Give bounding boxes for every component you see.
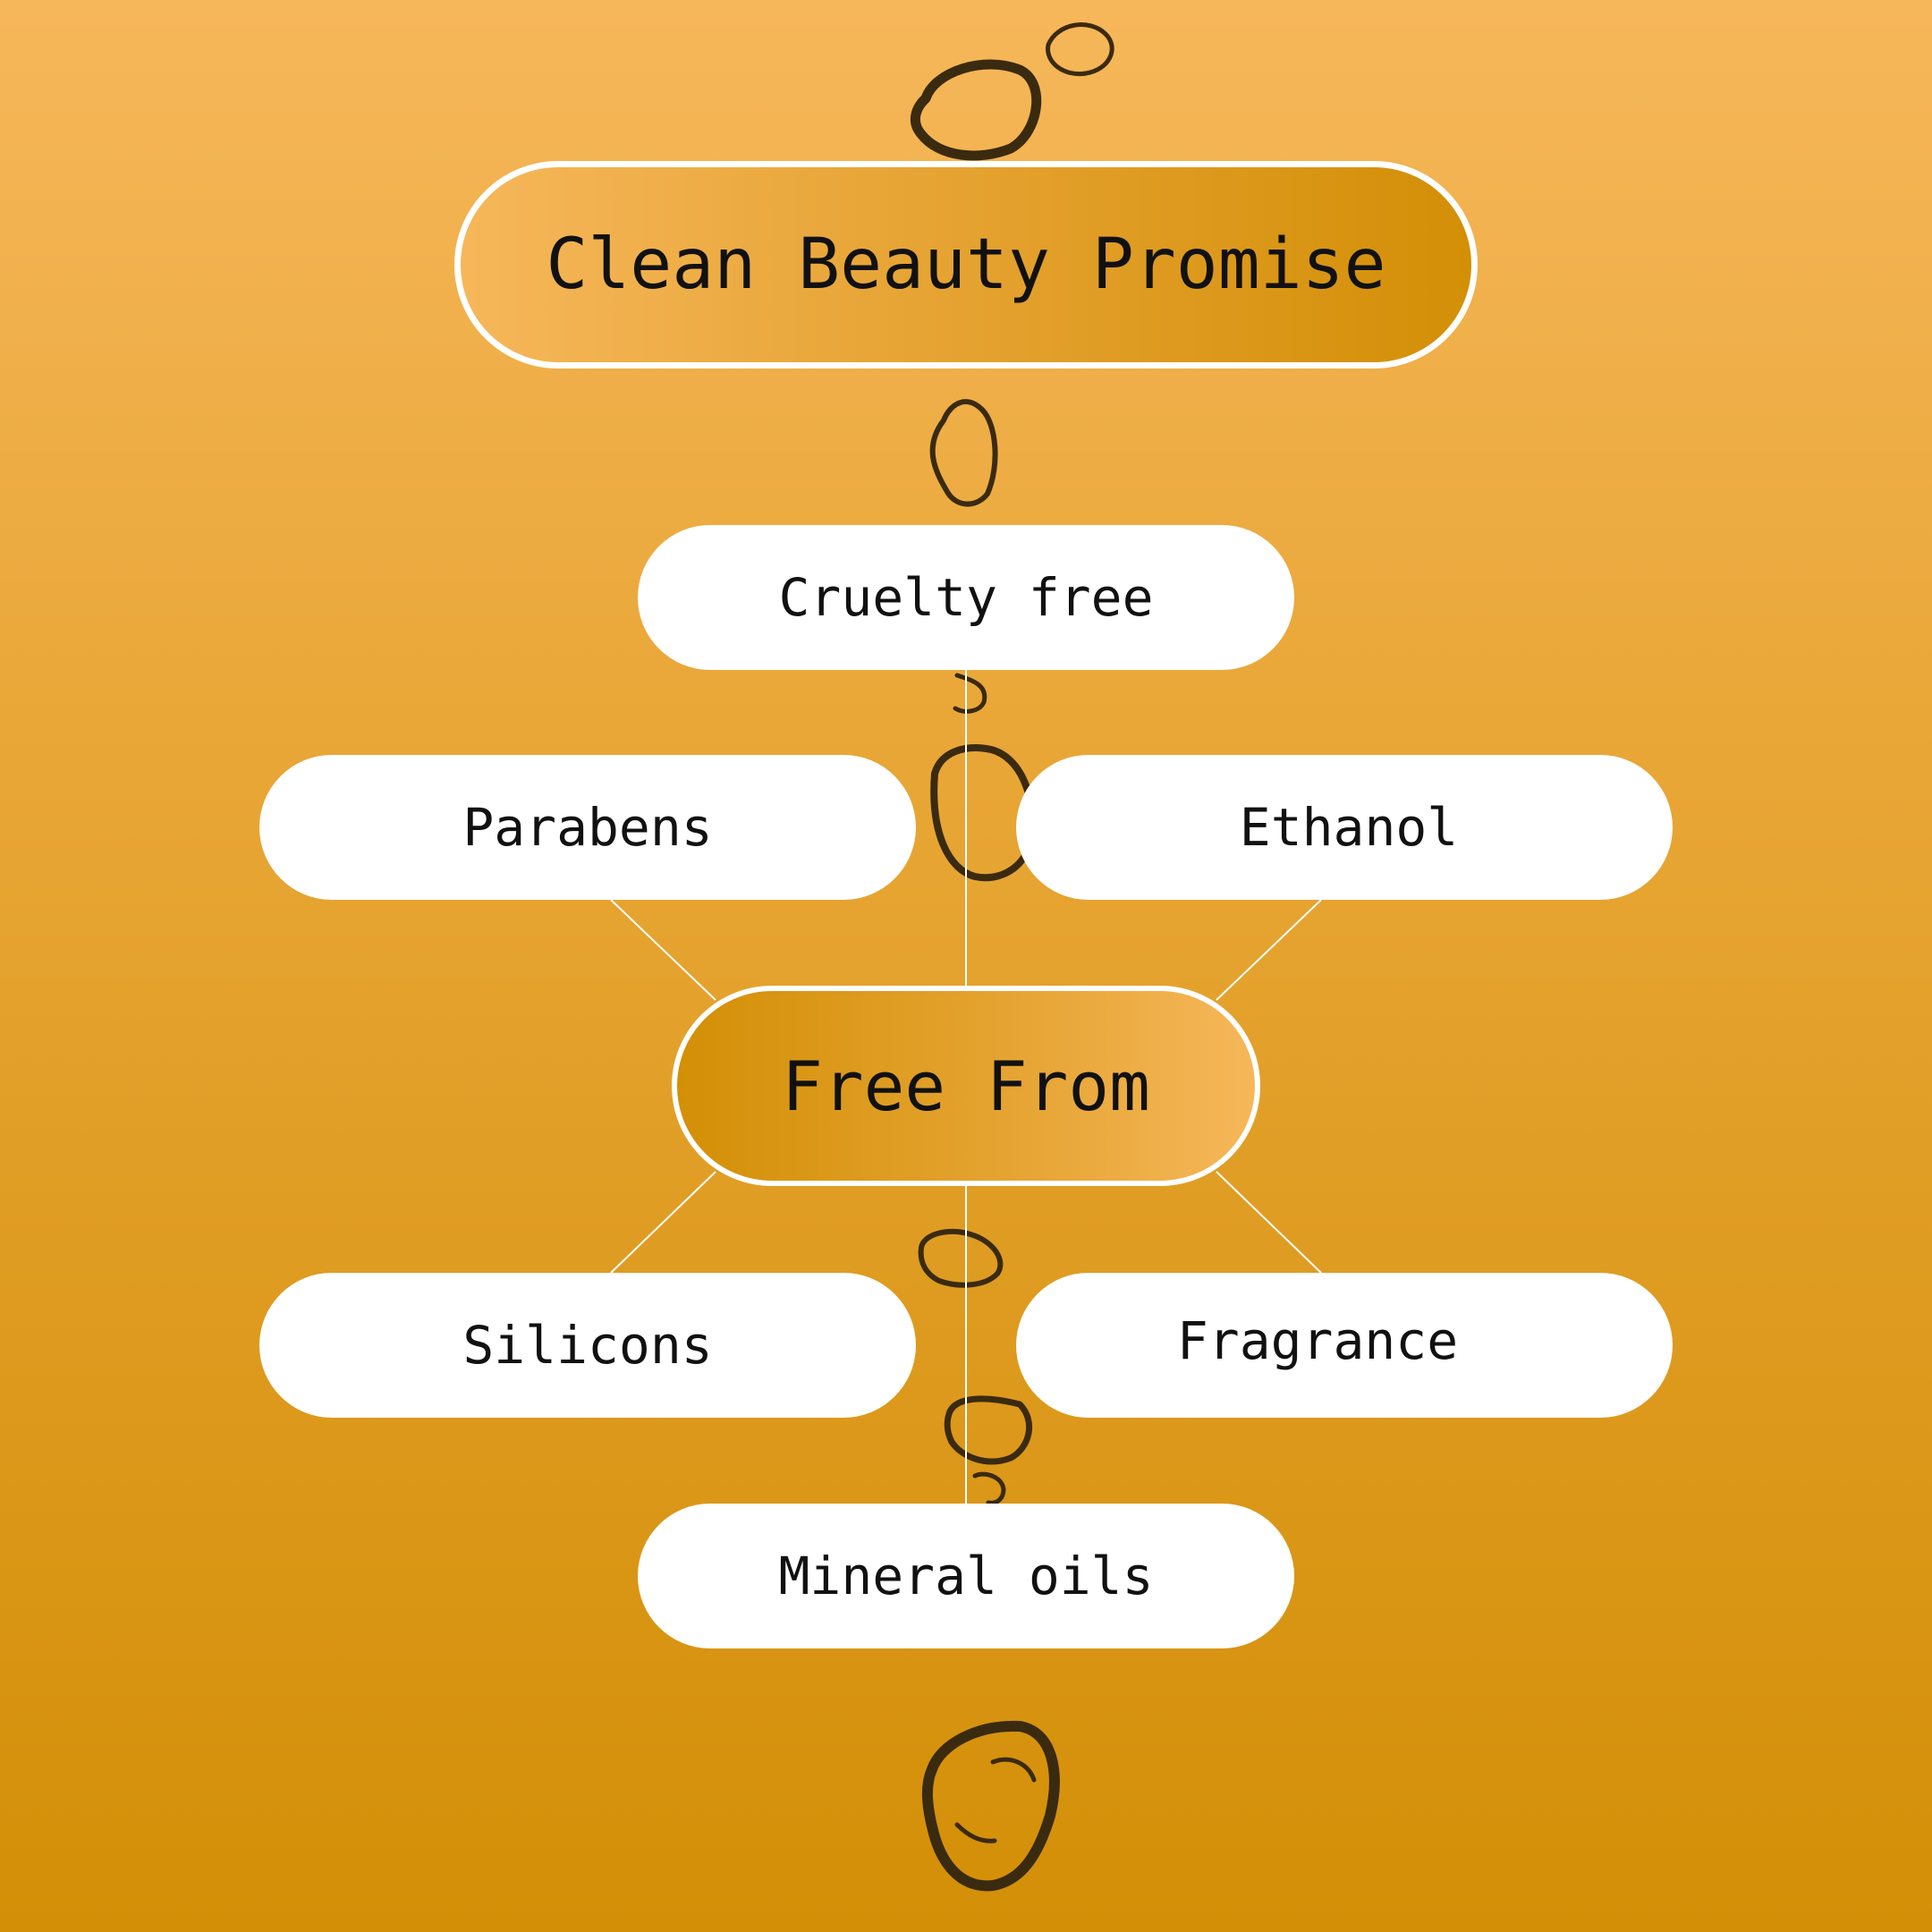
bubble-1 [910, 59, 1042, 161]
node-label: Ethanol [1239, 797, 1459, 858]
node-fragrance: Fragrance [1016, 1273, 1673, 1418]
connector-fragrance [1216, 1171, 1322, 1274]
bubble-2 [1046, 22, 1114, 77]
center-pill: Free From [672, 986, 1260, 1186]
node-parabens: Parabens [259, 755, 916, 900]
center-label: Free From [782, 1046, 1150, 1126]
node-ethanol: Ethanol [1016, 755, 1673, 900]
title-pill: Clean Beauty Promise [454, 161, 1478, 369]
node-cruelty-free: Cruelty free [638, 525, 1294, 670]
bubble-8 [972, 1471, 1006, 1505]
node-silicons: Silicons [259, 1273, 916, 1418]
bubble-9-inner [954, 1757, 1037, 1843]
bubble-3 [929, 399, 998, 507]
bubble-6 [918, 1228, 1004, 1288]
node-label: Parabens [462, 797, 713, 858]
node-label: Cruelty free [778, 567, 1154, 628]
connector-ethanol [1216, 899, 1322, 1001]
node-label: Silicons [462, 1315, 713, 1376]
node-label: Fragrance [1176, 1310, 1459, 1371]
bubble-9 [921, 1720, 1060, 1892]
connector-silicons [610, 1171, 716, 1274]
diagram-title: Clean Beauty Promise [546, 225, 1386, 305]
connector-parabens [610, 899, 716, 1001]
node-label: Mineral oils [778, 1546, 1154, 1606]
node-mineral-oils: Mineral oils [638, 1504, 1294, 1648]
bubble-4 [953, 673, 987, 714]
bubble-7 [944, 1395, 1033, 1465]
